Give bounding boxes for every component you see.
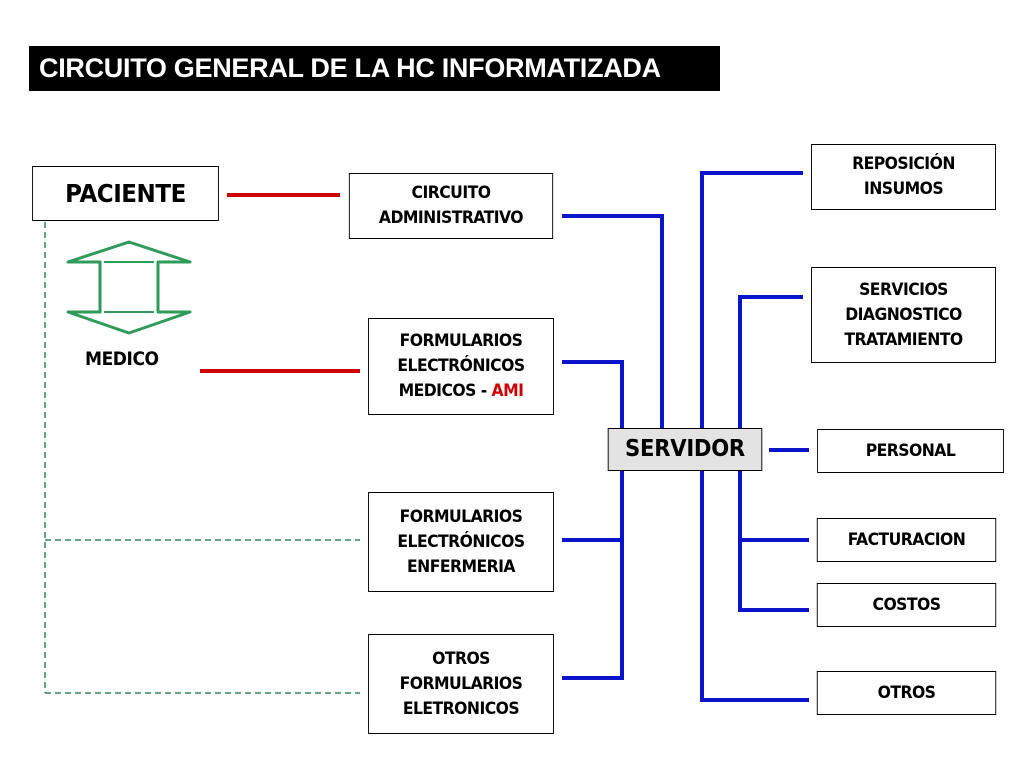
personal-box: PERSONAL: [817, 429, 1004, 473]
box-line: COSTOS: [872, 594, 942, 615]
page-title: CIRCUITO GENERAL DE LA HC INFORMATIZADA: [29, 46, 720, 91]
double-arrow-icon: [66, 240, 192, 335]
box-line: OTROS: [432, 648, 490, 669]
ami-highlight: AMI: [491, 381, 524, 401]
paciente-box: PACIENTE: [32, 166, 219, 221]
paciente-dashed-links: [44, 222, 360, 694]
box-line: OTROS: [877, 682, 936, 703]
box-line: FACTURACION: [847, 529, 966, 550]
box-line: ELECTRÓNICOS: [397, 531, 525, 552]
paciente-label: PACIENTE: [65, 179, 186, 208]
box-line: INSUMOS: [863, 179, 944, 199]
servidor-box: SERVIDOR: [607, 428, 763, 471]
box-line: ELECTRÓNICOS: [397, 356, 525, 376]
box-line: MEDICOS - AMI: [399, 379, 524, 404]
servidor-label: SERVIDOR: [625, 436, 745, 462]
otros-formularios-box: OTROS FORMULARIOS ELETRONICOS: [368, 634, 554, 734]
right-server-links: [700, 171, 809, 702]
medico-label: MEDICO: [85, 348, 159, 370]
formularios-medicos-box: FORMULARIOS ELECTRÓNICOS MEDICOS - AMI: [368, 318, 554, 415]
box-line: CIRCUITO: [411, 183, 491, 203]
box-line: ENFERMERIA: [407, 556, 515, 577]
medicos-text: MEDICOS -: [398, 381, 492, 401]
box-line: DIAGNOSTICO: [845, 304, 962, 325]
box-line: ADMINISTRATIVO: [378, 208, 524, 228]
box-line: ELETRONICOS: [402, 698, 520, 719]
box-line: PERSONAL: [865, 440, 956, 461]
facturacion-box: FACTURACION: [816, 518, 997, 562]
costos-box: COSTOS: [816, 583, 997, 627]
box-line: FORMULARIOS: [399, 506, 523, 527]
circuito-administrativo-box: CIRCUITO ADMINISTRATIVO: [348, 173, 554, 239]
otros-box: OTROS: [816, 671, 997, 715]
box-line: REPOSICIÓN: [852, 154, 955, 174]
box-line: TRATAMIENTO: [844, 329, 963, 350]
box-line: FORMULARIOS: [399, 331, 523, 351]
formularios-enfermeria-box: FORMULARIOS ELECTRÓNICOS ENFERMERIA: [368, 492, 554, 592]
box-line: SERVICIOS: [859, 279, 948, 300]
box-line: FORMULARIOS: [399, 673, 523, 694]
left-server-links: [562, 214, 664, 680]
servicios-box: SERVICIOS DIAGNOSTICO TRATAMIENTO: [811, 267, 996, 363]
reposicion-insumos-box: REPOSICIÓN INSUMOS: [811, 144, 996, 210]
